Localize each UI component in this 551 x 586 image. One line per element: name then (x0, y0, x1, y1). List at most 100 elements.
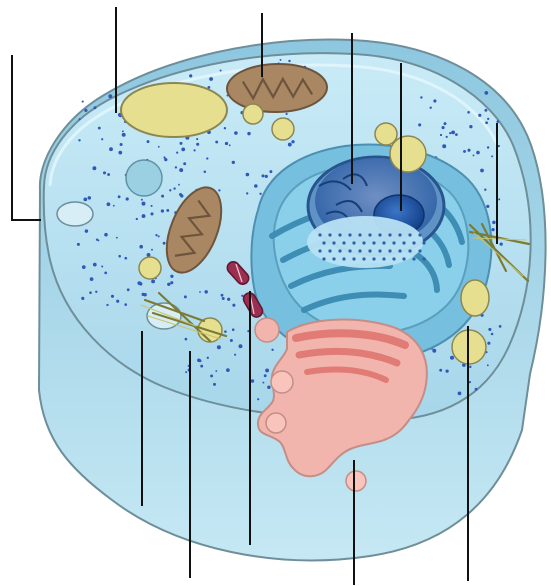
ribosome-dot (251, 379, 255, 383)
ribosome-dot (199, 291, 201, 293)
ribosome-dot (104, 233, 108, 237)
ribosome-dot (185, 371, 187, 373)
ribosome-dot (476, 151, 480, 155)
ribosome-dot (463, 150, 466, 153)
ribosome-dot (418, 123, 421, 126)
ribosome-dot (232, 328, 235, 331)
ribosome-dot (498, 198, 500, 200)
ribosome-dot (269, 170, 272, 173)
ribosome-dot (445, 369, 448, 372)
nuclear-pore-dot (362, 257, 365, 260)
ribosome-dot (442, 126, 445, 129)
ribosome-dot (161, 209, 164, 212)
ribosome-dot (183, 162, 186, 165)
ribosome-dot (111, 295, 114, 298)
ribosome-dot (85, 229, 88, 232)
ribosome-dot (78, 139, 80, 141)
ribosome-dot (81, 297, 84, 300)
ribosome-dot (95, 291, 97, 293)
nuclear-pore-dot (372, 241, 375, 244)
ribosome-dot (232, 161, 235, 164)
ribosome-dot (487, 146, 489, 148)
nuclear-pore-dot (408, 249, 411, 252)
ribosome-dot (264, 374, 267, 377)
ribosome-dot (139, 245, 143, 249)
ribosome-dot (106, 304, 108, 306)
ribosome-dot (484, 91, 488, 95)
ribosome-dot (487, 118, 489, 120)
ribosome-dot (226, 368, 230, 372)
ribosome-dot (164, 158, 167, 161)
ribosome-dot (234, 131, 238, 135)
ribosome-dot (440, 134, 442, 136)
ribosome-dot (161, 195, 164, 198)
ribosome-dot (143, 293, 146, 296)
ribosome-dot (267, 385, 271, 389)
ribosome-dot (254, 184, 258, 188)
ribosome-dot (122, 133, 126, 137)
ribosome-dot (487, 342, 490, 345)
ribosome-dot (147, 140, 150, 143)
ribosome-dot (176, 152, 178, 154)
nuclear-pore-dot (322, 241, 325, 244)
ribosome-dot (113, 205, 115, 207)
ribosome-dot (224, 330, 227, 333)
nuclear-pore-dot (372, 257, 375, 260)
ribosome-dot (101, 265, 103, 267)
nuclear-pore-dot (338, 249, 341, 252)
ribosome-dot (166, 209, 169, 212)
ribosome-dot (107, 202, 111, 206)
ribosome-dot (475, 388, 478, 391)
ribosome-dot (485, 121, 488, 124)
nuclear-pore-dot (408, 233, 411, 236)
ribosome-dot (158, 235, 160, 237)
nuclear-pore-dot (358, 233, 361, 236)
ribosome-dot (204, 171, 207, 174)
ribosome-dot (170, 281, 173, 284)
ribosome-dot (262, 382, 264, 384)
ribosome-dot (469, 366, 471, 368)
ribosome-dot (150, 212, 153, 215)
ribosome-dot (499, 325, 502, 328)
ribosome-dot (151, 205, 153, 207)
ribosome-dot (286, 113, 288, 115)
ribosome-dot (234, 354, 236, 356)
ribosome-dot (207, 357, 209, 359)
ribosome-dot (116, 300, 119, 303)
nuclear-pore-dot (388, 233, 391, 236)
ribosome-dot (288, 60, 290, 62)
nuclear-pore-dot (362, 241, 365, 244)
ribosome-dot (101, 138, 103, 140)
ribosome-dot (92, 166, 96, 170)
nuclear-pore-dot (368, 233, 371, 236)
nuclear-pore-dot (352, 257, 355, 260)
nuclear-pore-dot (392, 257, 395, 260)
nuclear-pore-dot (328, 249, 331, 252)
ribosome-dot (151, 279, 155, 283)
ribosome-dot (126, 197, 129, 200)
ribosome-dot (488, 328, 491, 331)
ribosome-dot (220, 69, 222, 71)
nuclear-pore-dot (402, 241, 405, 244)
ribosome-dot (141, 199, 143, 201)
nuclear-pore-dot (322, 257, 325, 260)
ribosome-dot (458, 392, 462, 396)
ribosome-dot (271, 349, 273, 351)
ribosome-dot (175, 166, 177, 168)
ribosome-dot (257, 398, 259, 400)
nuclear-pore-dot (348, 249, 351, 252)
nuclear-pore-dot (378, 233, 381, 236)
ribosome-dot (163, 242, 166, 245)
ribosome-dot (82, 101, 84, 103)
ribosome-dot (450, 356, 454, 360)
ribosome-dot (469, 381, 471, 383)
ribosome-dot (169, 189, 171, 191)
ribosome-dot (467, 149, 470, 152)
ribosome-dot (227, 298, 230, 301)
ribosome-dot (215, 370, 217, 372)
ribosome-dot (232, 304, 235, 307)
nuclear-pore-dot (318, 249, 321, 252)
ribosome-dot (107, 173, 110, 176)
nuclear-pore-dot (358, 249, 361, 252)
